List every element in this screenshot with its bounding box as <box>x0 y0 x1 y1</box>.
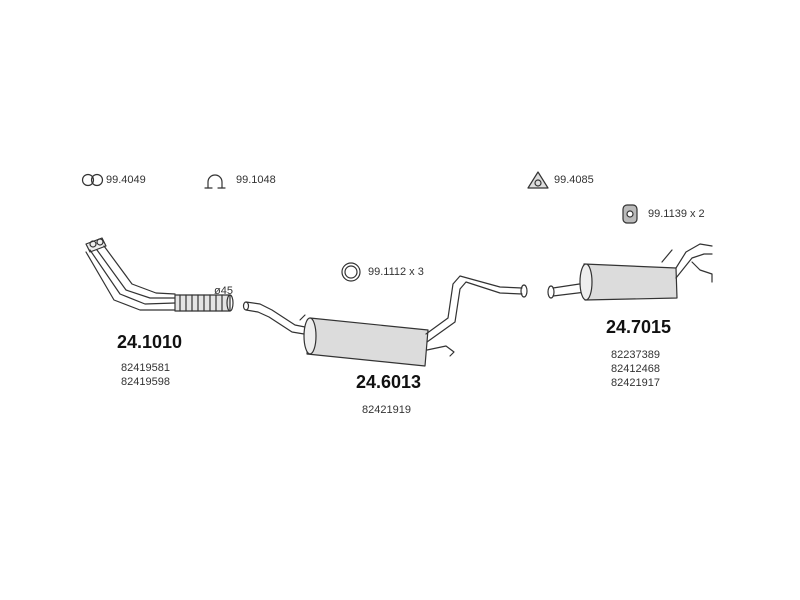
oem-number: 82421919 <box>362 404 411 416</box>
part-number-24-1010: 24.1010 <box>117 332 183 352</box>
hardware-label: 99.4085 <box>554 174 594 186</box>
oem-number: 82419598 <box>121 376 170 388</box>
front-pipe-24-1010 <box>85 237 234 312</box>
hardware-label: 99.1112 x 3 <box>368 266 424 278</box>
center-muffler-24-6013 <box>242 275 528 367</box>
rear-muffler-24-7015 <box>547 243 713 301</box>
oem-number: 82237389 <box>611 349 660 361</box>
pipe-diameter-label: ø45 <box>214 285 233 297</box>
oem-number: 82412468 <box>611 363 660 375</box>
hardware-label: 99.1048 <box>236 174 276 186</box>
triangle-hanger-icon <box>527 171 549 189</box>
hardware-label: 99.4049 <box>106 174 146 186</box>
part-number-24-6013: 24.6013 <box>356 372 422 392</box>
oem-number: 82419581 <box>121 362 170 374</box>
oem-number: 82421917 <box>611 377 660 389</box>
oem-numbers-24-6013: 82421919 <box>362 403 411 417</box>
part-number-24-7015: 24.7015 <box>606 317 672 337</box>
double-ring-clamp-icon <box>81 173 104 187</box>
hardware-label: 99.1139 x 2 <box>648 208 705 220</box>
ring-gasket-icon <box>341 262 361 282</box>
rubber-mount-icon <box>622 204 638 224</box>
u-clamp-icon <box>204 174 226 189</box>
oem-numbers-24-1010: 82419581 82419598 <box>121 361 170 389</box>
oem-numbers-24-7015: 82237389 82412468 82421917 <box>611 348 660 390</box>
